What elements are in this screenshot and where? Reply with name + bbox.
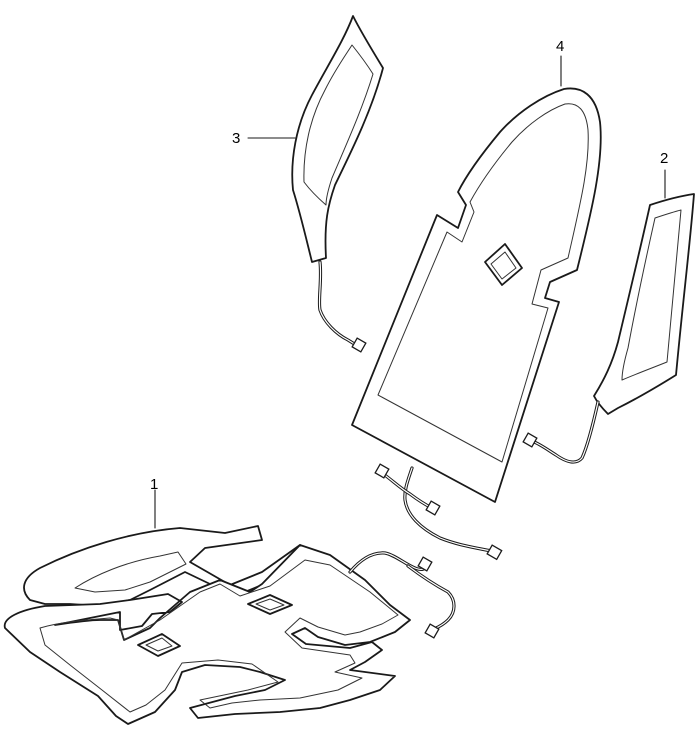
- part-3-left-bolster-heater: [291, 15, 384, 353]
- part-2-right-bolster-heater: [522, 193, 695, 464]
- callout-1: 1: [150, 476, 158, 493]
- part-4-backrest-heater: [351, 87, 602, 561]
- leader-lines: [154, 55, 666, 529]
- part-1-seat-cushion-heater: [3, 525, 456, 725]
- callout-4: 4: [556, 38, 564, 55]
- callout-3: 3: [232, 130, 240, 147]
- callout-2: 2: [660, 150, 668, 167]
